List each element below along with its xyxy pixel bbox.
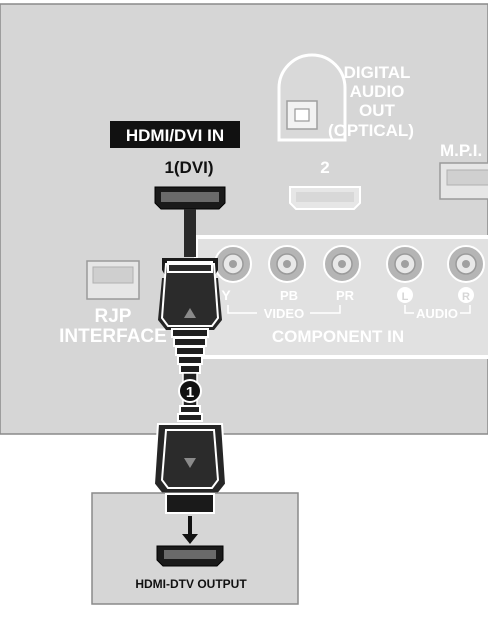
- jack-l: [386, 245, 424, 283]
- step-badge: [178, 379, 202, 403]
- optical-port: [277, 53, 347, 142]
- video-bracket: [227, 305, 341, 314]
- rjp-port: [86, 260, 140, 300]
- jack-pb-label: PB: [280, 288, 298, 303]
- step-number: 1: [186, 384, 194, 401]
- hdmi-dvi-in-label: HDMI/DVI IN: [126, 126, 224, 145]
- hdmi-port1-label: 1(DVI): [164, 158, 213, 177]
- digital-audio-label-1: DIGITAL: [344, 63, 411, 82]
- mpi-label: M.P.I.: [440, 141, 482, 160]
- hdmi-dvi-in-badge: [110, 121, 240, 148]
- audio-bracket: [404, 305, 471, 314]
- mpi-port: [439, 162, 488, 200]
- jack-pb: [268, 245, 306, 283]
- jack-pr-label: PR: [336, 288, 355, 303]
- jack-y: [214, 245, 252, 283]
- rjp-label-2: INTERFACE: [59, 326, 167, 347]
- hdmi-port2-label: 2: [320, 158, 329, 177]
- digital-audio-label-3: OUT: [359, 101, 396, 120]
- jack-y-label: Y: [221, 287, 231, 303]
- hdmi-dtv-output-label: HDMI-DTV OUTPUT: [135, 577, 247, 591]
- down-arrow-icon: [182, 516, 198, 544]
- audio-label: AUDIO: [416, 306, 458, 321]
- digital-audio-label-2: AUDIO: [350, 82, 405, 101]
- jack-l-label: L: [402, 291, 409, 303]
- video-label: VIDEO: [264, 306, 304, 321]
- digital-audio-label-4: (OPTICAL): [328, 121, 414, 140]
- jack-r-label: R: [462, 291, 470, 303]
- component-in-label: COMPONENT IN: [272, 327, 404, 346]
- jack-r: [447, 245, 485, 283]
- rjp-label-1: RJP: [95, 306, 132, 327]
- tv-back-panel: [0, 3, 488, 435]
- jack-pr: [323, 245, 361, 283]
